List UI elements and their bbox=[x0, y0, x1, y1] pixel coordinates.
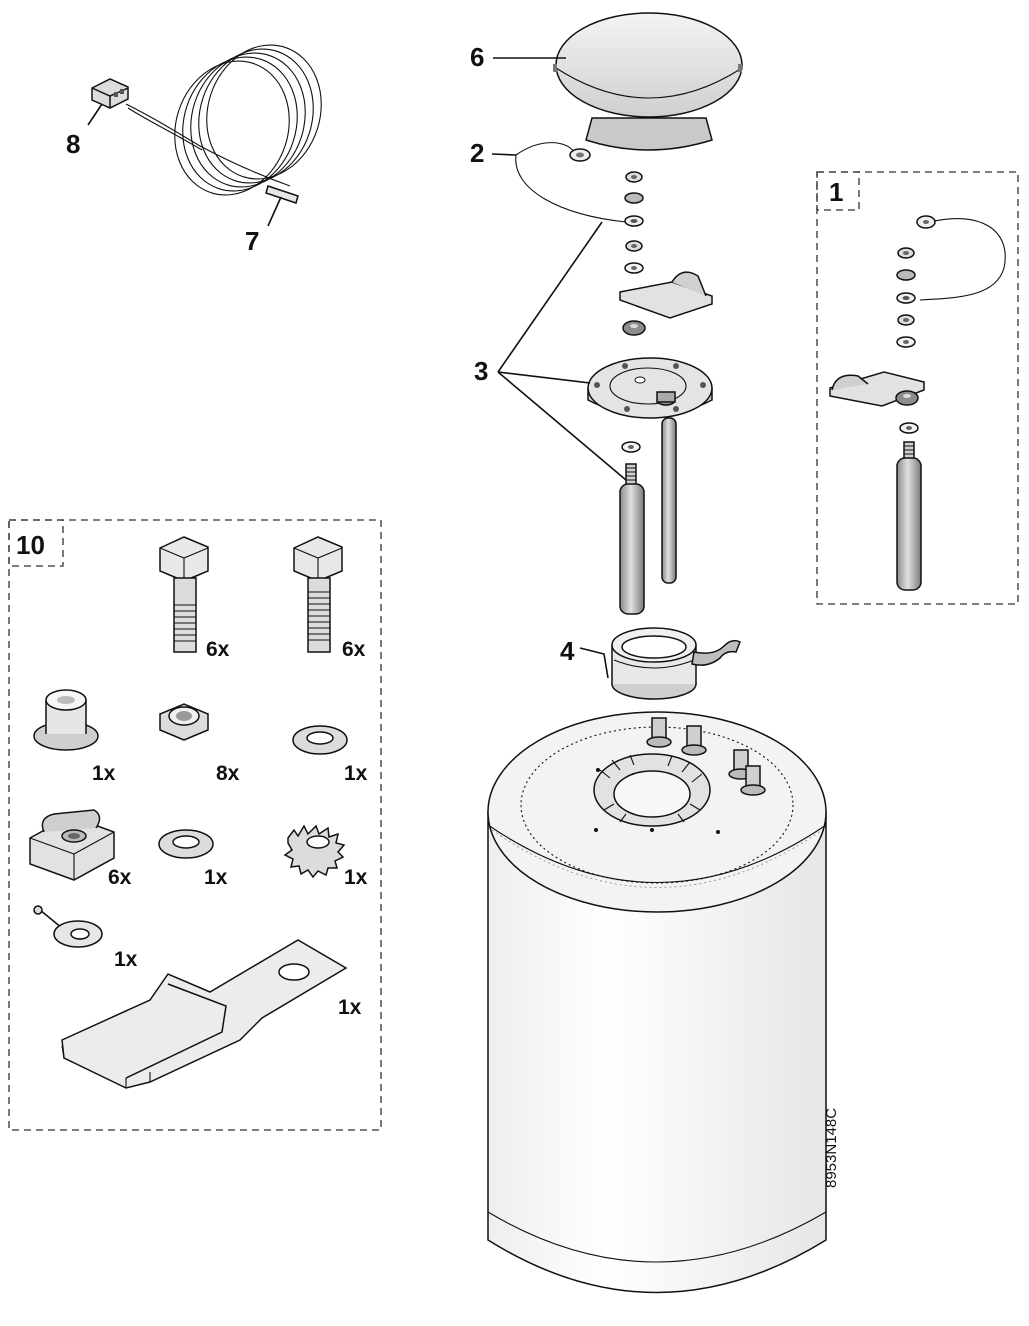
flange-gasket bbox=[611, 627, 741, 700]
sensor-cable-assembly: 8 7 bbox=[66, 44, 322, 256]
temperature-sensor-probe bbox=[265, 185, 299, 204]
bushing bbox=[33, 689, 99, 751]
earth-wire bbox=[515, 142, 627, 223]
callout-10: 10 bbox=[16, 530, 45, 560]
hex-nut bbox=[159, 703, 209, 741]
qty-washer-b: 1x bbox=[204, 866, 228, 889]
callout-8: 8 bbox=[66, 129, 80, 159]
qty-washer-a: 1x bbox=[344, 762, 368, 785]
kit-1-box: 1 bbox=[816, 171, 1019, 605]
flat-washer-b bbox=[158, 829, 214, 859]
qty-strap: 1x bbox=[338, 996, 362, 1019]
qty-bushing: 1x bbox=[92, 762, 116, 785]
qty-ring-terminal: 1x bbox=[114, 948, 138, 971]
storage-tank bbox=[487, 711, 827, 1294]
tank-studs bbox=[646, 717, 766, 796]
ring-terminal bbox=[33, 905, 103, 948]
cover-cap bbox=[553, 12, 743, 151]
leader-8 bbox=[87, 103, 103, 126]
qty-bolt-b: 6x bbox=[342, 638, 366, 661]
callout-6: 6 bbox=[470, 42, 484, 72]
callout-4: 4 bbox=[560, 636, 575, 666]
leader-7 bbox=[267, 196, 282, 227]
callout-1: 1 bbox=[829, 177, 843, 207]
small-parts-stack bbox=[619, 171, 713, 336]
qty-lock-washer: 1x bbox=[344, 866, 368, 889]
cage-nut bbox=[29, 809, 115, 881]
connector-plug bbox=[91, 78, 129, 109]
qty-cage-nut: 6x bbox=[108, 866, 132, 889]
drawing-code: 8953N148C bbox=[823, 1108, 840, 1188]
leader-3 bbox=[497, 221, 627, 481]
flat-washer-a bbox=[292, 725, 348, 755]
cable-coil bbox=[174, 44, 322, 196]
qty-bolt-a: 6x bbox=[206, 638, 230, 661]
serrated-lock-washer bbox=[283, 824, 346, 879]
hex-bolt-b bbox=[293, 536, 343, 653]
qty-nut: 8x bbox=[216, 762, 240, 785]
leader-2 bbox=[491, 153, 517, 156]
callout-7: 7 bbox=[245, 226, 259, 256]
kit-10-box: 10 6x 6x 1x 8x bbox=[8, 519, 382, 1131]
callout-3: 3 bbox=[474, 356, 488, 386]
callout-2: 2 bbox=[470, 138, 484, 168]
heating-flange-assembly bbox=[587, 357, 713, 615]
leader-4 bbox=[579, 647, 609, 679]
hex-bolt-a bbox=[159, 536, 209, 653]
mounting-strap bbox=[61, 939, 348, 1089]
